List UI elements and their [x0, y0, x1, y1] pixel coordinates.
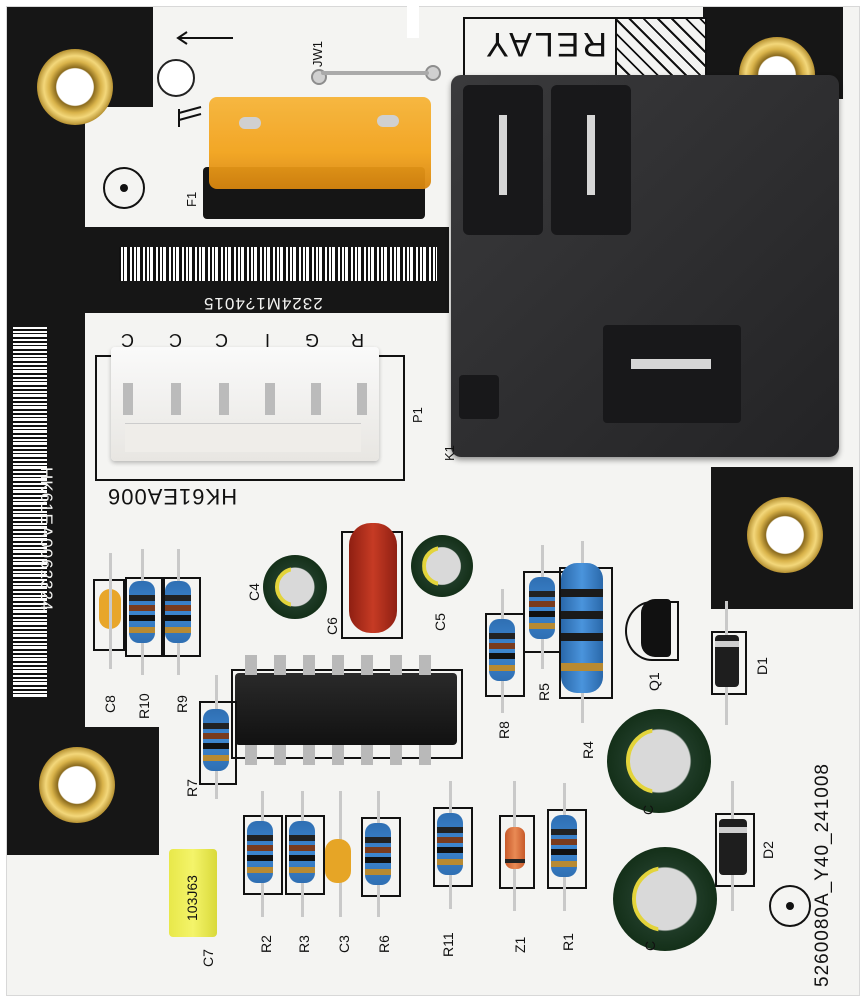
ic-pins-bottom: [245, 745, 445, 765]
r6-ref: R6: [376, 935, 392, 953]
fuse-ref: F1: [184, 191, 199, 207]
mounting-hole-bottom-left: [39, 747, 115, 823]
relay-label-box: [463, 17, 707, 81]
c7-marking: 103J63: [184, 875, 200, 921]
r4-ref: R4: [580, 741, 596, 759]
r3-ref: R3: [296, 935, 312, 953]
board-code: HK61EA006: [107, 484, 238, 509]
r9-outline: [161, 577, 201, 657]
capacitor-c-low: [613, 847, 717, 951]
r3-outline: [285, 815, 325, 895]
capacitor-c5: [411, 535, 473, 597]
ic-pins-top: [245, 655, 445, 675]
c6-ref: C6: [324, 617, 340, 635]
c5-ref: C5: [432, 613, 448, 631]
barcode-vertical: [13, 327, 47, 697]
c8-ref: C8: [102, 695, 118, 713]
pin-label-6: R: [351, 330, 364, 350]
r11-ref: R11: [440, 932, 456, 957]
fuse-body: [209, 97, 431, 189]
pin-label-2: C: [169, 330, 182, 350]
capacitor-c3: [325, 839, 351, 883]
ic-chip: [235, 673, 457, 745]
resistor-r5: [529, 577, 555, 639]
connector-ref: P1: [410, 407, 425, 423]
c7-ref: C7: [200, 949, 216, 967]
resistor-r3: [289, 821, 315, 883]
resistor-r4: [561, 563, 603, 693]
capacitor-c4: [263, 555, 327, 619]
r2-ref: R2: [258, 935, 274, 953]
relay-label: RELAY: [483, 25, 607, 63]
board-notch: [407, 6, 419, 38]
r7-outline: [199, 701, 237, 785]
d2-ref: D2: [760, 841, 776, 859]
z1-ref: Z1: [512, 936, 528, 953]
resistor-r7: [203, 709, 229, 771]
pin-label-4: I: [265, 330, 271, 350]
target-mark-bottom-icon: [769, 885, 811, 927]
pcb-board: RELAY JW1 F1 2324M1?4015 HK61EA0062324 C…: [6, 6, 860, 996]
r1-outline: [547, 809, 587, 889]
pin-label-1: C: [121, 330, 134, 350]
side-code: HK61EA0062324: [37, 467, 56, 612]
mounting-hole-top-left: [37, 49, 113, 125]
barcode-horizontal: [119, 247, 437, 281]
ground-symbol-icon: [175, 105, 205, 131]
arrow-icon: [175, 31, 233, 45]
q1-ref: Q1: [646, 672, 662, 691]
connector-p1: [111, 347, 379, 461]
r10-ref: R10: [136, 693, 152, 719]
d1-outline: [711, 631, 747, 695]
r8-ref: R8: [496, 721, 512, 739]
r6-outline: [361, 817, 401, 897]
resistor-r1: [551, 815, 577, 877]
r10-outline: [125, 577, 165, 657]
mounting-hole-right: [747, 497, 823, 573]
resistor-r2: [247, 821, 273, 883]
c-low-ref: C: [642, 940, 658, 951]
r5-ref: R5: [536, 683, 552, 701]
silk-window-fuse: [85, 107, 205, 227]
c3-ref: C3: [336, 935, 352, 953]
r1-ref: R1: [560, 933, 576, 951]
capacitor-c-mid: [607, 709, 711, 813]
resistor-r11: [437, 813, 463, 875]
d2-outline: [715, 813, 755, 887]
relay-k1: [451, 75, 839, 457]
zener-z1: [505, 827, 525, 869]
r9-ref: R9: [174, 695, 190, 713]
capacitor-c6: [349, 523, 397, 633]
c8-lead: [109, 553, 112, 669]
jumper-label: JW1: [310, 41, 325, 67]
diode-d2: [719, 819, 747, 875]
c-mid-ref: C: [640, 804, 656, 815]
target-mark-icon: [103, 167, 145, 209]
resistor-r6: [365, 823, 391, 885]
via-hole: [157, 59, 195, 97]
connector-pins: [119, 383, 379, 423]
r11-outline: [433, 807, 473, 887]
r8-outline: [485, 613, 525, 697]
jumper-wire: [321, 71, 429, 75]
silk-window-top: [153, 7, 407, 107]
transistor-q1: [641, 599, 671, 657]
relay-ref: K1: [442, 445, 457, 461]
pin-label-3: C: [215, 330, 228, 350]
bottom-code: 5260080A_Y40_241008: [812, 763, 833, 987]
z1-outline: [499, 815, 535, 889]
c4-ref: C4: [246, 583, 262, 601]
resistor-r8: [489, 619, 515, 681]
pin-label-5: G: [305, 330, 320, 350]
r7-ref: R7: [184, 779, 200, 797]
resistor-r10: [129, 581, 155, 643]
diode-d1: [715, 635, 739, 687]
d1-ref: D1: [754, 657, 770, 675]
capacitor-c7: [169, 849, 217, 937]
barcode-text: 2324M1?4015: [203, 294, 323, 313]
resistor-r9: [165, 581, 191, 643]
